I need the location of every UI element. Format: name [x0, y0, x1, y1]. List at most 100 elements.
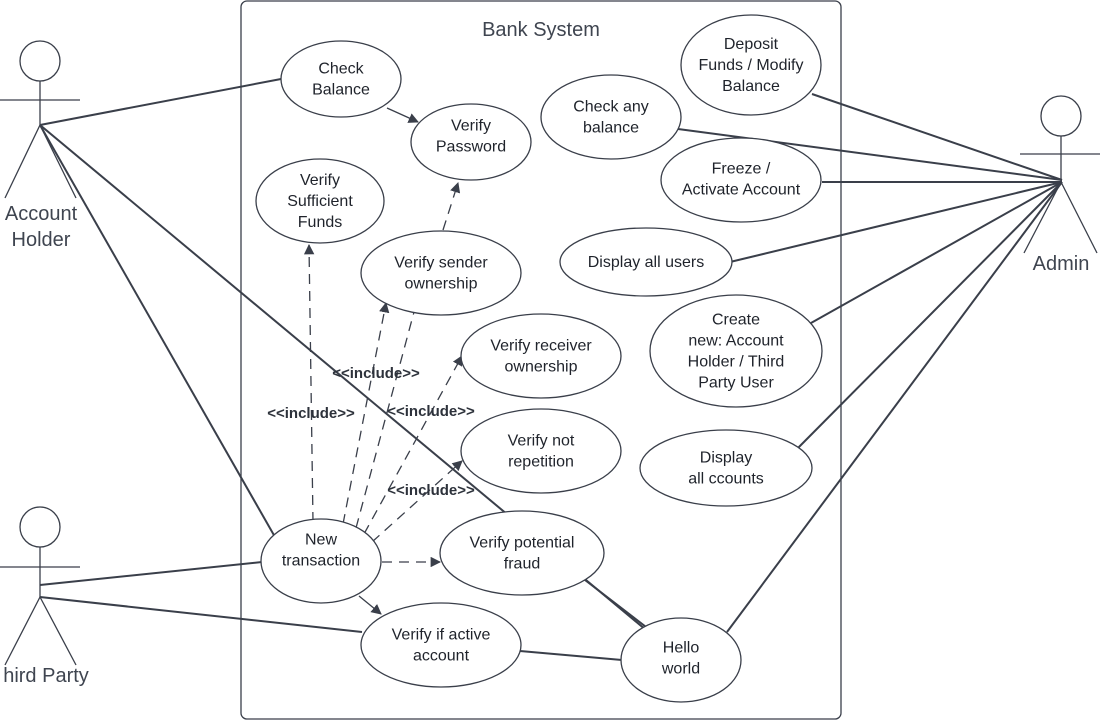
actor-head — [19, 506, 61, 548]
arrow-newtx-verify-active — [358, 595, 382, 615]
assoc-admin-hello-world — [726, 181, 1063, 633]
text-line: Holder — [12, 229, 71, 251]
text-line: Party User — [698, 375, 774, 392]
use-case-verify-receiver-ownership[interactable]: Verify receiver ownership — [460, 313, 622, 399]
include-label-4: <<include>> — [387, 482, 475, 499]
use-case-new-transaction[interactable]: New transaction — [260, 518, 382, 604]
arrow-newtx-sufficient-funds — [303, 243, 315, 523]
text-line: Verify if active — [392, 627, 491, 644]
text-line: Deposit — [724, 36, 779, 53]
text-line: New — [305, 532, 337, 549]
text-line: Balance — [722, 78, 780, 95]
text-line: transaction — [282, 553, 360, 570]
text-line: hird Party — [3, 665, 89, 687]
system-title: Bank System — [482, 19, 600, 41]
use-case-verify-not-repetition[interactable]: Verify not repetition — [460, 408, 622, 494]
use-case-hello-world[interactable]: Hello world — [620, 617, 742, 703]
actor-head — [19, 40, 61, 82]
assoc-verify-active-hello — [519, 650, 623, 661]
text-line: fraud — [504, 556, 540, 573]
assoc-admin-deposit — [811, 93, 1063, 181]
dependencies — [303, 107, 651, 631]
include-label-3: <<include>> — [387, 403, 475, 420]
assoc-thirdparty-verify-active — [39, 596, 363, 633]
text-line: Verify — [300, 172, 340, 189]
use-case-label: Hello world — [661, 640, 700, 678]
assoc-fraud-hello — [584, 579, 651, 631]
text-line: world — [661, 661, 700, 678]
use-case-label: Display all ccounts — [688, 450, 764, 488]
actor-label: Admin — [1033, 253, 1090, 275]
text-line: Verify — [451, 118, 491, 135]
use-case-verify-sender-ownership[interactable]: Verify sender ownership — [360, 230, 522, 316]
text-line: Create — [712, 312, 760, 329]
use-case-label: New transaction — [282, 532, 360, 570]
text-line: Verify not — [508, 433, 575, 450]
text-line: ownership — [405, 276, 478, 293]
text-line: account — [413, 648, 470, 665]
assoc-admin-create-user — [810, 181, 1063, 324]
use-case-label: Verify if active account — [392, 627, 491, 665]
use-case-label: Verify potential fraud — [470, 535, 575, 573]
text-line: Display all users — [588, 254, 704, 271]
use-case-label: Verify sender ownership — [394, 255, 488, 293]
use-case-freeze-activate[interactable]: Freeze / Activate Account — [660, 137, 822, 223]
assoc-admin-display-users — [729, 181, 1063, 263]
text-line: all ccounts — [688, 471, 764, 488]
arrow-check-balance-verify-password — [386, 107, 419, 123]
use-case-label: Freeze / Activate Account — [682, 161, 801, 199]
text-line: Funds / Modify — [699, 57, 804, 74]
text-line: Verify potential — [470, 535, 575, 552]
text-line: Activate Account — [682, 182, 801, 199]
text-line: Verify receiver — [490, 338, 592, 355]
text-line: Admin — [1033, 253, 1090, 275]
include-label-2: <<include>> — [267, 405, 355, 422]
use-case-label: Verify not repetition — [508, 433, 575, 471]
text-line: Sufficient — [287, 193, 353, 210]
text-line: Freeze / — [712, 161, 771, 178]
assoc-thirdparty-new-transaction — [39, 561, 263, 586]
text-line: Hello — [663, 640, 700, 657]
use-case-verify-potential-fraud[interactable]: Verify potential fraud — [439, 510, 605, 596]
use-case-verify-active-account[interactable]: Verify if active account — [360, 602, 522, 688]
text-line: Funds — [298, 214, 342, 231]
actor-admin[interactable]: Admin — [1020, 95, 1100, 275]
use-case-display-all-users[interactable]: Display all users — [559, 227, 733, 297]
text-line: Check — [318, 61, 364, 78]
text-line: new: Account — [688, 333, 784, 350]
text-line: ownership — [505, 359, 578, 376]
arrow-newtx-sender-ownership-2 — [355, 311, 415, 529]
use-case-check-any-balance[interactable]: Check any balance — [540, 74, 682, 160]
include-label-1: <<include>> — [332, 365, 420, 382]
text-line: Verify sender — [394, 255, 488, 272]
actor-label: hird Party — [3, 665, 89, 687]
assoc-admin-display-accounts — [792, 181, 1063, 454]
arrow-newtx-sender-ownership — [342, 301, 390, 525]
text-line: balance — [583, 120, 639, 137]
text-line: Balance — [312, 82, 370, 99]
text-line: Account — [5, 203, 78, 225]
system-boundary — [240, 0, 842, 720]
text-line: Display — [700, 450, 752, 467]
text-line: Holder / Third — [688, 354, 785, 371]
text-line: Check any — [573, 99, 649, 116]
arrow-sender-verify-password — [442, 182, 461, 231]
use-case-label: Verify receiver ownership — [490, 338, 592, 376]
use-case-label: Check any balance — [573, 99, 649, 137]
actor-third-party[interactable]: hird Party — [0, 506, 89, 687]
use-case-display-all-accounts[interactable]: Display all ccounts — [639, 429, 813, 507]
text-line: repetition — [508, 454, 574, 471]
